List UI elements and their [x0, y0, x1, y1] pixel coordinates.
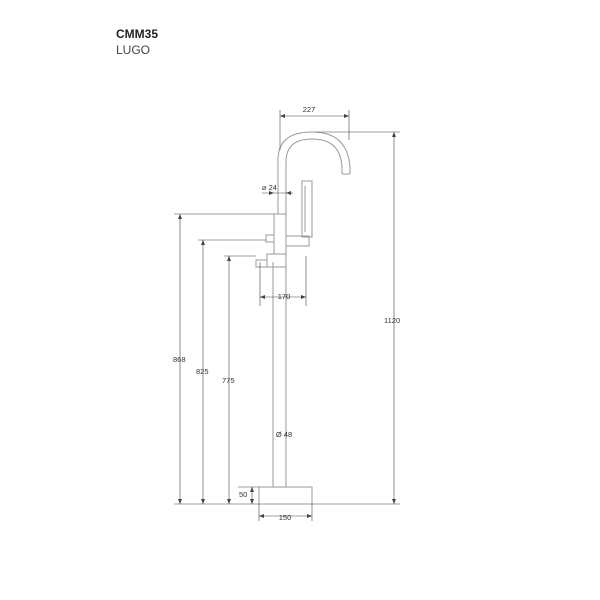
- dimension-labels: 227 ⌀ 24 868 825 775 1120 170 Ø 48 50 15…: [173, 105, 400, 522]
- dim-label-825: 825: [196, 367, 209, 376]
- arrow-50-top: [250, 487, 254, 492]
- handset: [301, 180, 313, 238]
- arrow-150-right: [307, 514, 312, 518]
- dim-label-50: 50: [239, 490, 247, 499]
- dim-label-868: 868: [173, 355, 186, 364]
- faucet-outline: [255, 131, 351, 505]
- lower-mixer-body: [266, 253, 287, 268]
- dim-label-150: 150: [279, 513, 292, 522]
- arrow-170-right: [301, 295, 306, 299]
- lower-mixer-lever: [255, 259, 268, 268]
- product-name: LUGO: [116, 43, 151, 57]
- arrow-24-left: [269, 191, 274, 195]
- upper-mixer-body: [273, 213, 287, 255]
- spout-inner: [285, 138, 343, 214]
- arrowheads: [178, 114, 396, 518]
- dim-label-227: 227: [303, 105, 316, 114]
- dim-label-24: ⌀ 24: [262, 183, 277, 192]
- arrow-170-left: [260, 295, 265, 299]
- arrow-150-left: [259, 514, 264, 518]
- arrow-1120-bottom: [392, 499, 396, 504]
- arrow-868-bottom: [178, 499, 182, 504]
- dim-label-170: 170: [278, 292, 291, 301]
- arrow-1120-top: [392, 132, 396, 137]
- arrow-227-right: [344, 114, 349, 118]
- dim-label-48: Ø 48: [276, 430, 292, 439]
- product-code: CMM35: [116, 27, 159, 41]
- arrow-775-bottom: [227, 499, 231, 504]
- arrow-50-bottom: [250, 499, 254, 504]
- handset-holder: [285, 235, 310, 247]
- upper-mixer-lever: [265, 234, 275, 243]
- dimension-lines: [174, 110, 400, 521]
- faucet-base: [258, 486, 313, 505]
- product-header: CMM35 LUGO: [116, 27, 158, 57]
- dim-label-775: 775: [222, 376, 235, 385]
- arrow-775-top: [227, 256, 231, 261]
- dim-label-1120: 1120: [384, 316, 400, 325]
- arrow-227-left: [280, 114, 285, 118]
- arrow-24-right: [286, 191, 291, 195]
- arrow-825-top: [201, 240, 205, 245]
- arrow-868-top: [178, 214, 182, 219]
- spout-outer: [277, 131, 351, 214]
- arrow-825-bottom: [201, 499, 205, 504]
